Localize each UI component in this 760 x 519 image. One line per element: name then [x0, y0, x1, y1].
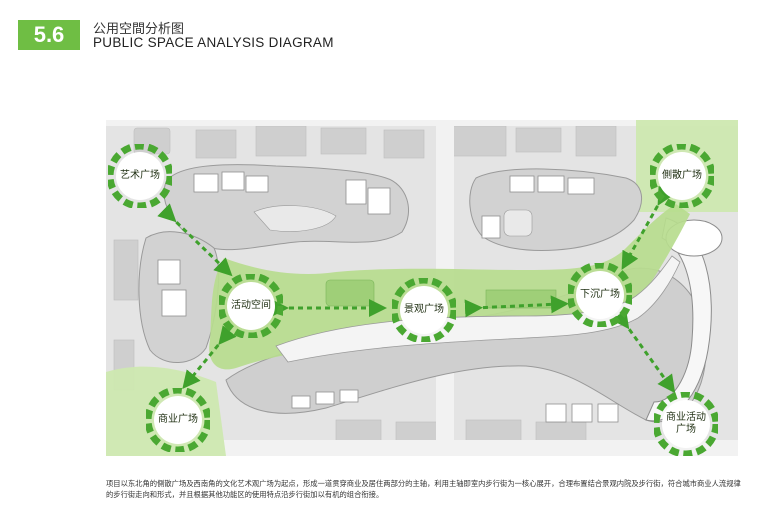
courtyards: [253, 205, 533, 237]
plaza-landscape: 景观广场: [390, 276, 458, 344]
plaza-label: 側散广场: [662, 170, 702, 181]
description-caption: 项目以东北角的側散广场及西南角的文化艺术观广场为起点，形成一道贯穿商业及居住两部…: [106, 479, 741, 499]
east-curved-walkway: [645, 217, 712, 422]
plaza-side: 側散广场: [648, 142, 716, 210]
plaza-commercial: 商业广场: [144, 386, 212, 454]
plaza-node-icon: [652, 390, 720, 458]
plaza-node-icon: [217, 272, 285, 340]
plaza-node-icon: [566, 261, 634, 329]
plaza-node-icon: [144, 386, 212, 454]
main-pedestrian-axis: [209, 204, 690, 370]
site-plan: 艺术广场 側散广场 活动空间 景观广场 下沉广场: [106, 120, 738, 458]
plaza-label: 艺术广场: [120, 170, 160, 181]
plaza-commercial-activity: 商业活动广场: [652, 390, 720, 458]
plaza-label: 景观广场: [404, 304, 444, 315]
plaza-node-icon: [648, 142, 716, 210]
page-title-english: PUBLIC SPACE ANALYSIS DIAGRAM: [93, 35, 334, 50]
plaza-node-icon: [106, 142, 174, 210]
plaza-label: 活动空间: [231, 300, 271, 311]
plaza-art: 艺术广场: [106, 142, 174, 210]
plaza-sunken: 下沉广场: [566, 261, 634, 329]
plaza-node-icon: [390, 276, 458, 344]
page-title-chinese: 公用空間分析图: [93, 21, 185, 36]
plaza-label: 下沉广场: [580, 289, 620, 300]
plaza-label: 商业广场: [158, 414, 198, 425]
connection-arrows: [157, 185, 676, 394]
plaza-activity: 活动空间: [217, 272, 285, 340]
plaza-label: 商业活动广场: [666, 412, 706, 435]
section-number-badge: 5.6: [18, 20, 80, 50]
